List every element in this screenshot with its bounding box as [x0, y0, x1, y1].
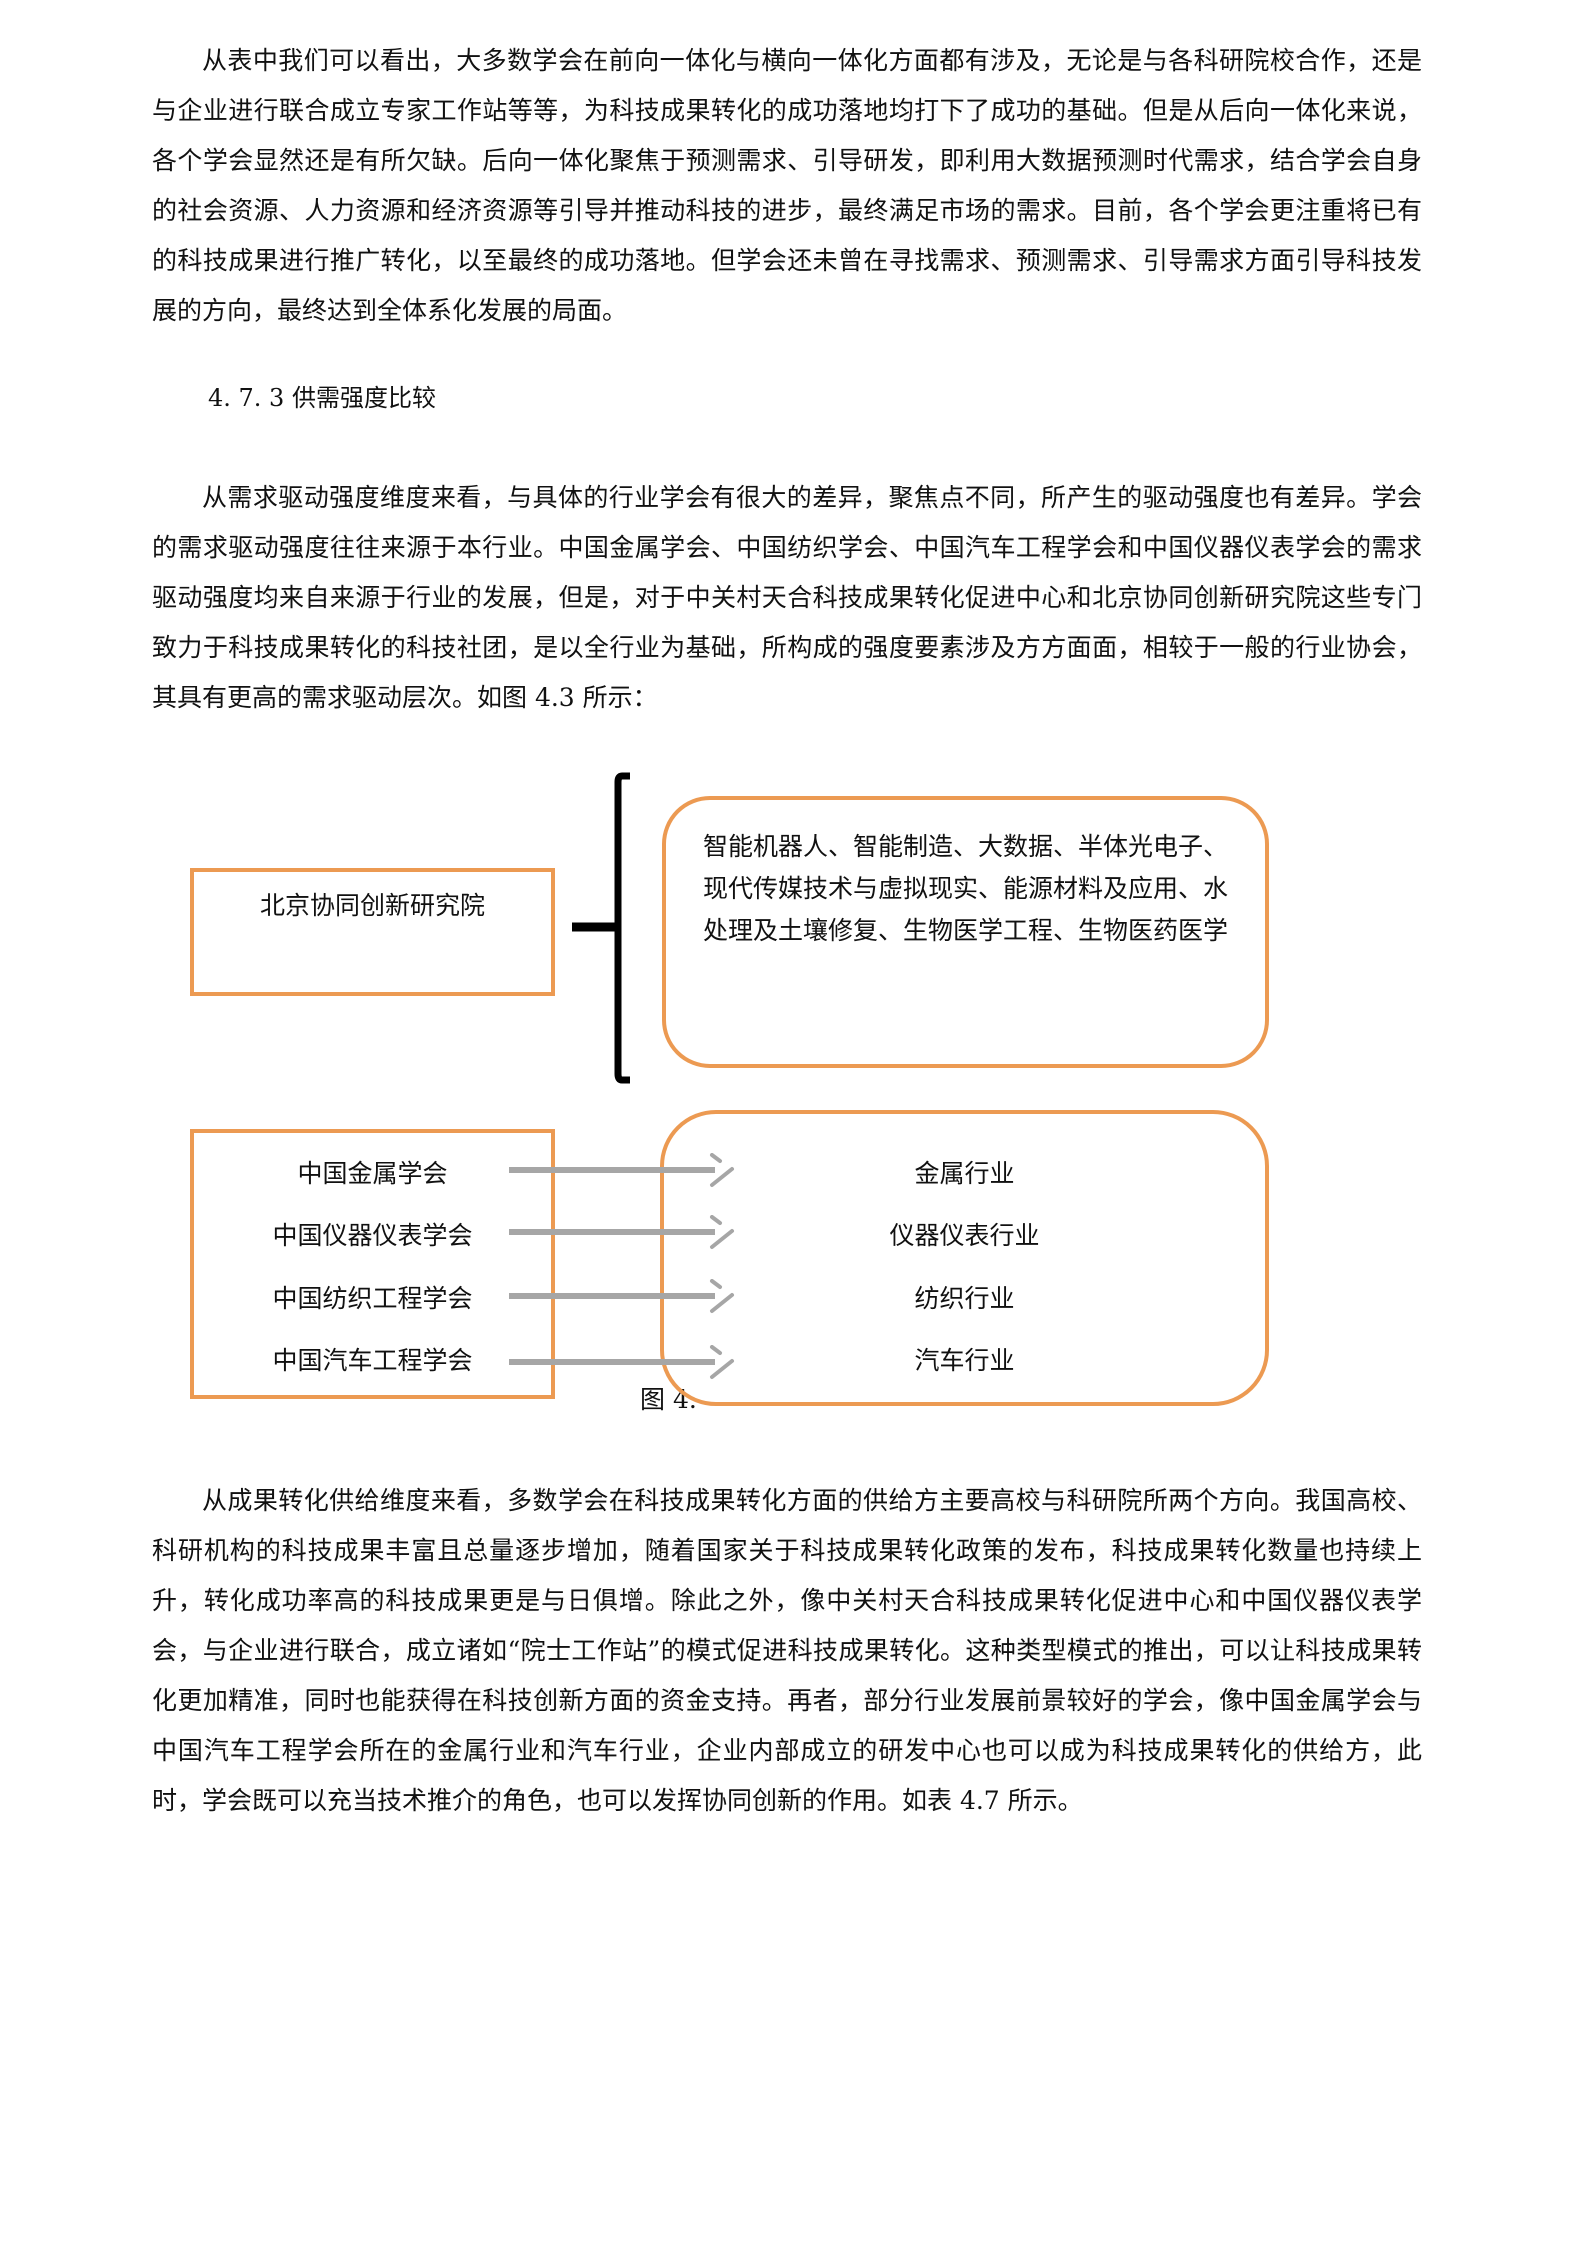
arrow-textile	[509, 1293, 715, 1299]
bracket-icon	[572, 772, 630, 1084]
paragraph-supply: 从成果转化供给维度来看，多数学会在科技成果转化方面的供给方主要高校与科研院所两个…	[152, 1486, 1422, 1815]
section-heading: 4. 7. 3 供需强度比较	[208, 384, 436, 412]
arrow-metal	[509, 1167, 715, 1173]
source-label: 北京协同创新研究院	[259, 891, 485, 920]
arrowhead-icon	[710, 1153, 734, 1187]
target-box-fields: 智能机器人、智能制造、大数据、半体光电子、现代传媒技术与虚拟现实、能源材料及应用…	[662, 796, 1269, 1068]
paragraph-integration: 从表中我们可以看出，大多数学会在前向一体化与横向一体化方面都有涉及，无论是与各科…	[152, 46, 1422, 325]
industry-automotive: 汽车行业	[914, 1346, 1015, 1375]
paragraph-demand-intensity: 从需求驱动强度维度来看，与具体的行业学会有很大的差异，聚焦点不同，所产生的驱动强…	[152, 483, 1422, 712]
society-metal: 中国金属学会	[297, 1159, 448, 1188]
arrow-automotive	[509, 1359, 715, 1365]
society-instrument: 中国仪器仪表学会	[272, 1221, 473, 1250]
arrowhead-icon	[710, 1345, 734, 1379]
arrowhead-icon	[710, 1215, 734, 1249]
arrow-instrument	[509, 1229, 715, 1235]
society-automotive: 中国汽车工程学会	[272, 1346, 473, 1375]
industry-instrument: 仪器仪表行业	[889, 1221, 1040, 1250]
industry-metal: 金属行业	[914, 1159, 1015, 1188]
society-textile: 中国纺织工程学会	[272, 1284, 473, 1313]
industry-textile: 纺织行业	[914, 1284, 1015, 1313]
source-box-beijing: 北京协同创新研究院	[190, 868, 555, 996]
arrowhead-icon	[710, 1279, 734, 1313]
industries-box: 金属行业 仪器仪表行业 纺织行业 汽车行业	[660, 1110, 1269, 1406]
fields-list: 智能机器人、智能制造、大数据、半体光电子、现代传媒技术与虚拟现实、能源材料及应用…	[702, 832, 1228, 945]
societies-box: 中国金属学会 中国仪器仪表学会 中国纺织工程学会 中国汽车工程学会	[190, 1129, 555, 1399]
